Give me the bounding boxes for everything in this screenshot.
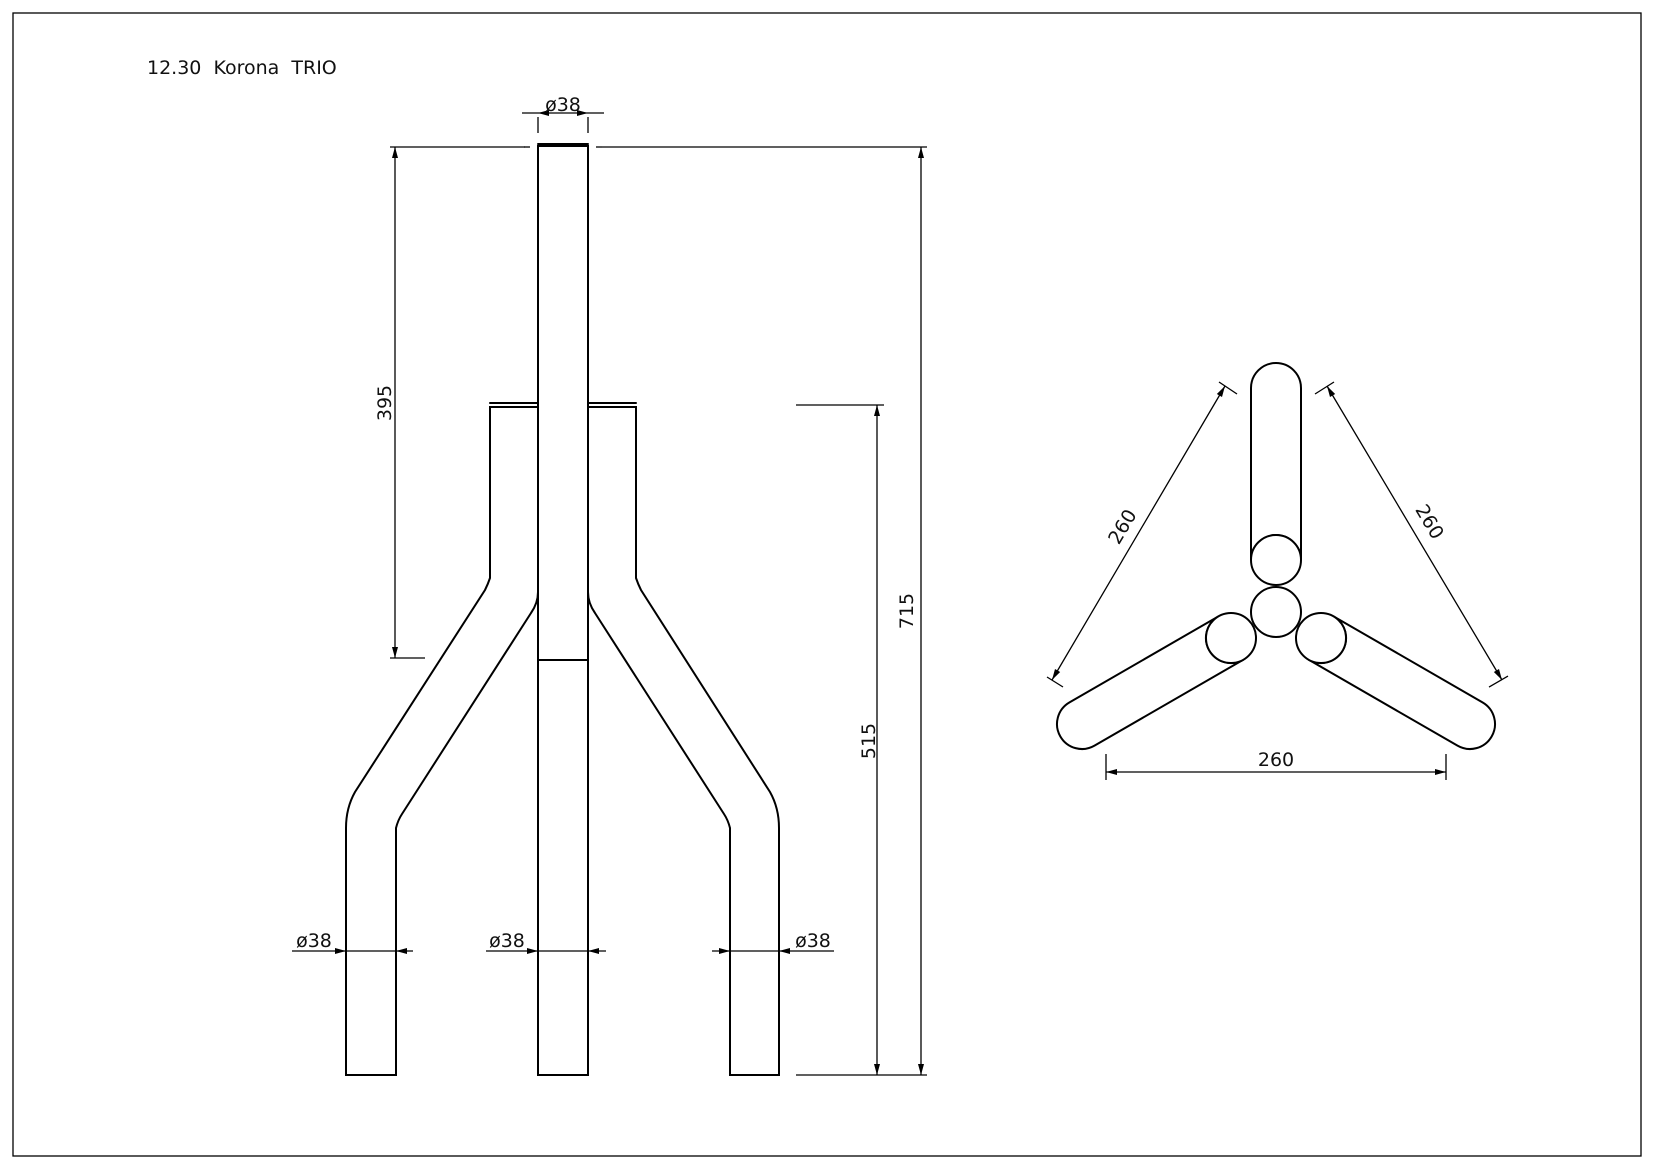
dim-upper-length: 395 — [374, 146, 525, 659]
dim-right-diameter-label: ø38 — [795, 930, 831, 952]
right-tube — [587, 406, 780, 1076]
dim-left-diameter-label: ø38 — [296, 930, 332, 952]
center-tube-circle — [1250, 586, 1302, 638]
dim-top-left-label: 260 — [1104, 506, 1141, 548]
dim-left-diameter: ø38 — [292, 930, 413, 954]
top-arm — [1250, 362, 1302, 561]
dim-top-diameter: ø38 — [522, 94, 604, 148]
dim-center-diameter: ø38 — [486, 930, 606, 954]
dim-right-diameter: ø38 — [712, 930, 834, 954]
left-arm-end-circle — [1205, 612, 1257, 664]
top-view: 260 260 260 — [1046, 362, 1509, 780]
center-tube — [537, 145, 589, 1076]
dim-total-height-label: 715 — [896, 593, 918, 629]
left-tube — [345, 406, 539, 1076]
dim-lower-height: 515 — [796, 404, 884, 1075]
dim-top-diameter-label: ø38 — [545, 94, 581, 116]
side-view: ø38 ø38 ø38 ø38 395 — [292, 94, 927, 1076]
dim-bottom-label: 260 — [1258, 749, 1294, 771]
dim-lower-height-label: 515 — [858, 723, 880, 759]
right-arm-end-circle — [1295, 612, 1347, 664]
dim-total-height: 715 — [602, 146, 927, 1076]
dim-bottom: 260 — [1105, 749, 1447, 780]
drawing-title: 12.30 Korona TRIO — [147, 57, 337, 79]
sheet-border — [12, 12, 1642, 1157]
top-arm-end-circle — [1250, 534, 1302, 586]
dim-upper-length-label: 395 — [374, 385, 396, 421]
dim-center-diameter-label: ø38 — [489, 930, 525, 952]
